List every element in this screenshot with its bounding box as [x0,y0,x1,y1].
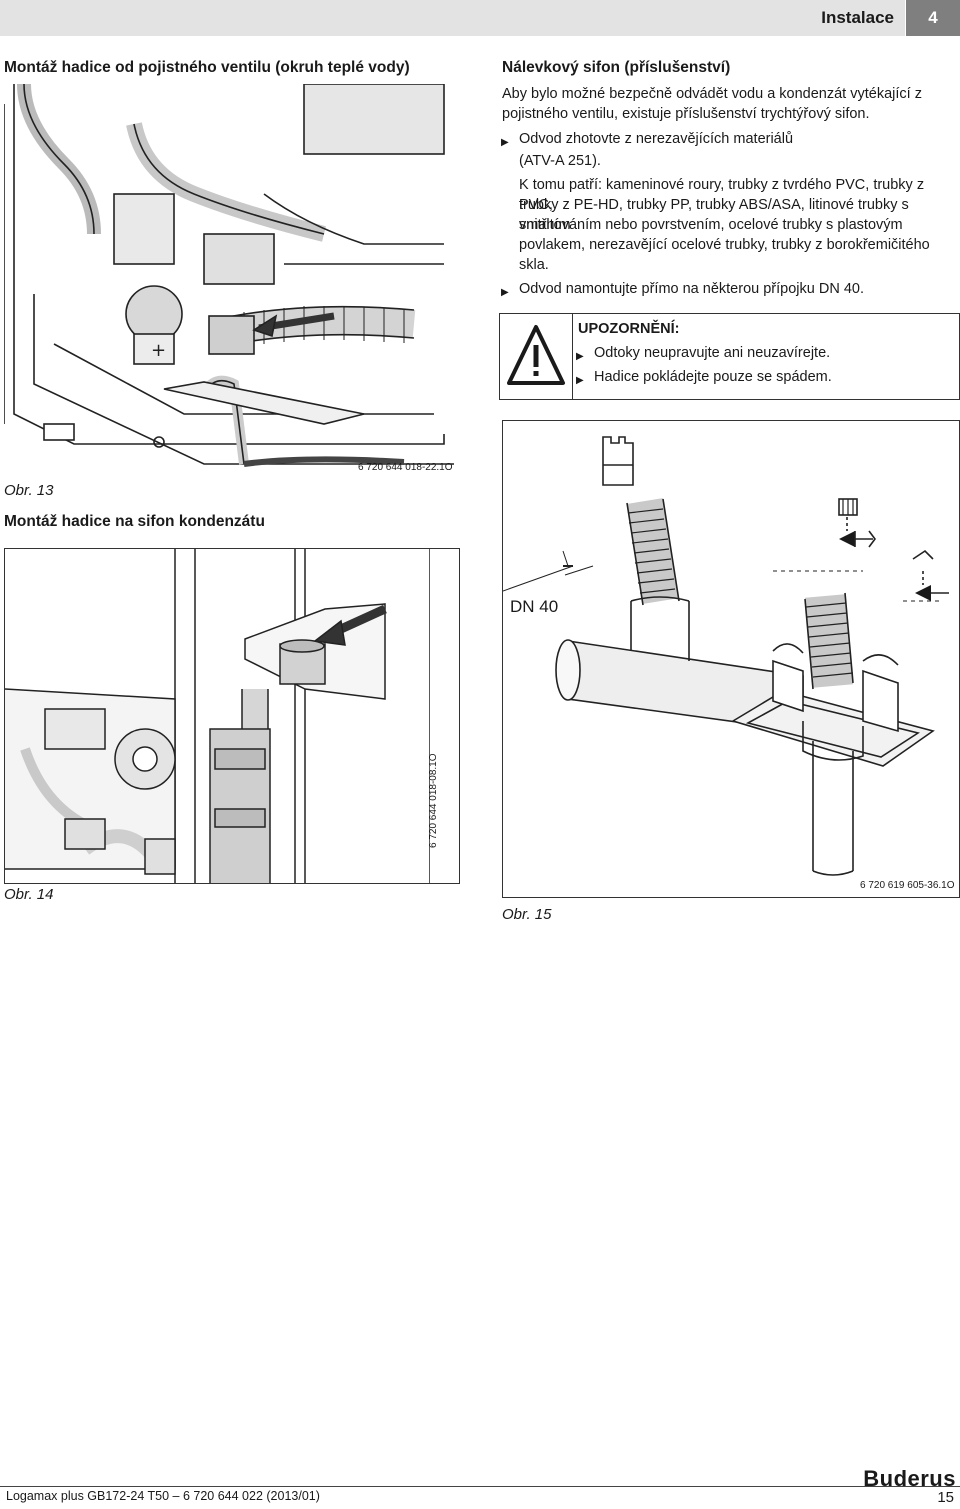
warning-title: UPOZORNĚNÍ: [578,321,680,337]
figure-14-caption: Obr. 14 [4,886,54,903]
materials-detail-2: trubky z PE-HD, trubky PP, trubky ABS/AS… [519,197,909,233]
bullet-materials-norm: (ATV-A 251). [519,153,601,169]
figure-13-id: 6 720 644 018-22.1O [358,462,453,473]
figure-13: + [3,83,460,474]
figure-15: DN 40 [502,420,960,898]
svg-text:+: + [151,340,166,361]
heading-funnel-siphon: Nálevkový sifon (příslušenství) [502,59,731,76]
intro-line-1: Aby bylo možné bezpečně odvádět vodu a k… [502,86,922,102]
bullet-dn40: Odvod namontujte přímo na některou přípo… [501,279,864,303]
page-number: 15 [937,1489,954,1506]
warning-icon-cell [499,313,573,400]
figure-14-illustration [5,549,459,883]
figure-13-illustration: + [3,83,454,467]
materials-detail-3: smaltováním nebo povrstvením, ocelové tr… [519,217,903,233]
intro-line-2: pojistného ventilu, existuje příslušenst… [502,106,870,122]
figure-15-caption: Obr. 15 [502,906,552,923]
chapter-number: 4 [906,0,960,36]
footer-doc-id: Logamax plus GB172-24 T50 – 6 720 644 02… [6,1489,320,1503]
warning-item-2: Hadice pokládejte pouze se spádem. [576,367,832,391]
warning-item-1: Odtoky neupravujte ani neuzavírejte. [576,343,830,367]
materials-detail-1: K tomu patří: kameninové roury, trubky z… [519,177,925,213]
materials-detail-5: skla. [519,257,549,273]
figure-13-caption: Obr. 13 [4,482,54,499]
figure-14-id: 6 720 644 018-08.1O [428,753,439,848]
figure-14 [4,548,460,884]
brand-logo: Buderus [863,1466,956,1491]
figure-15-id: 6 720 619 605-36.1O [860,880,955,891]
figure-15-dn-label: DN 40 [510,597,559,616]
section-title: Instalace [821,8,894,27]
header-bar [0,0,905,36]
bullet-materials: Odvod zhotovte z nerezavějících materiál… [501,129,793,153]
heading-condensate-hose: Montáž hadice na sifon kondenzátu [4,513,265,530]
heading-safety-valve-hose: Montáž hadice od pojistného ventilu (okr… [4,59,410,76]
figure-15-illustration [503,436,949,876]
materials-detail-4: povlakem, nerezavějící ocelové trubky, t… [519,237,930,253]
warning-triangle-icon [507,325,565,385]
footer-rule [0,1486,960,1487]
